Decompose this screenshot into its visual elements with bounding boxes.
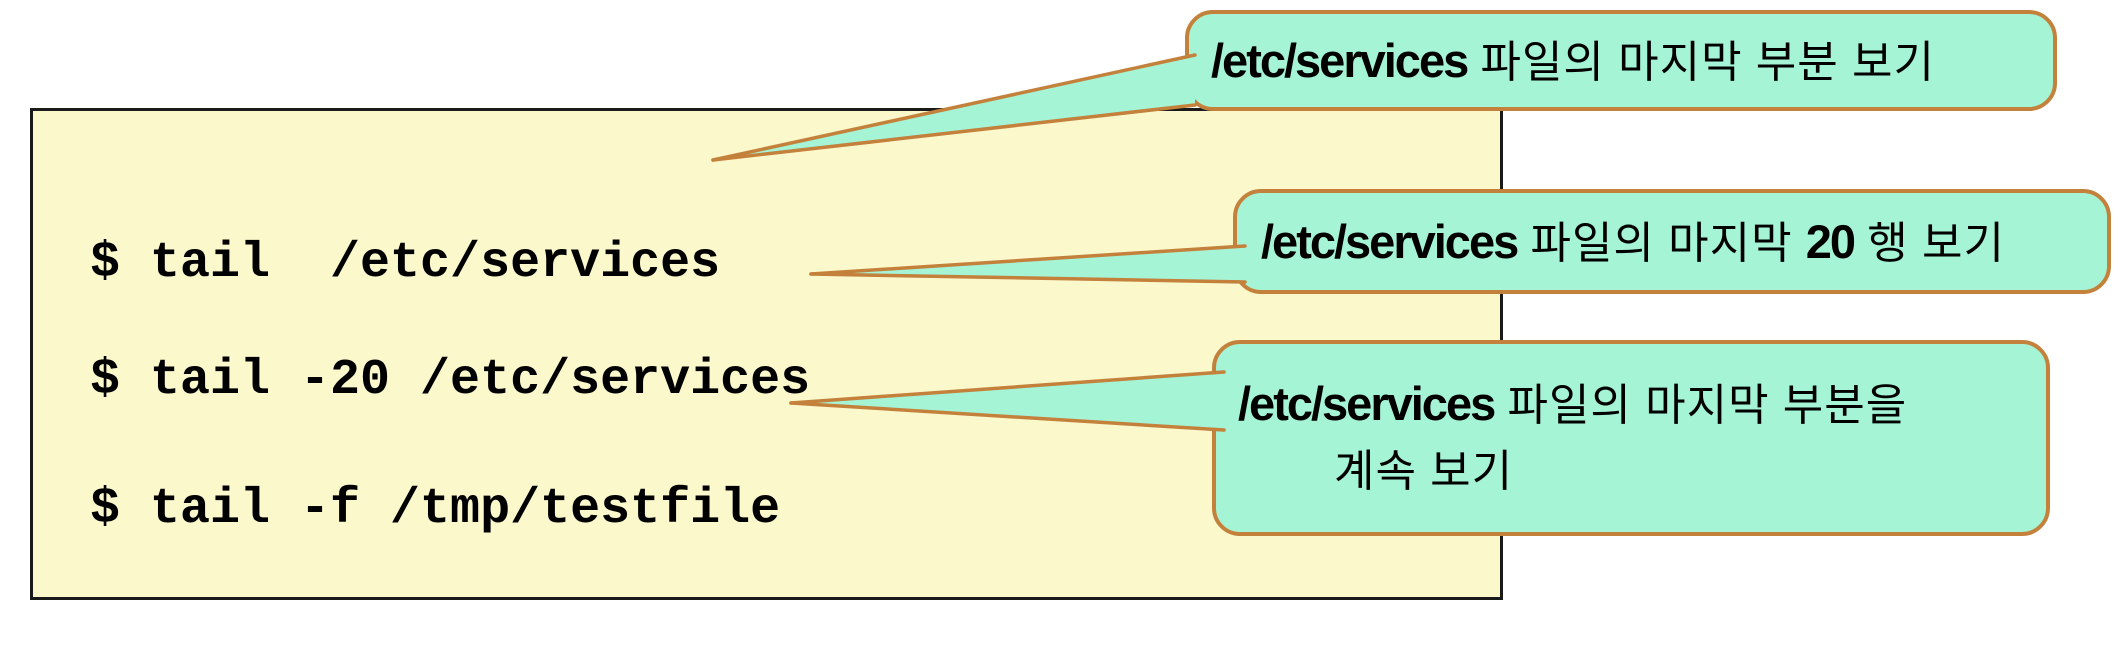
callout-3-path: /etc/services bbox=[1238, 377, 1496, 430]
callout-bubble-2: /etc/services 파일의 마지막 20 행 보기 bbox=[1233, 189, 2111, 294]
callout-2-path: /etc/services bbox=[1261, 214, 1519, 268]
callout-2-label-a: 파일의 마지막 bbox=[1517, 218, 1806, 268]
callout-2-text: /etc/services 파일의 마지막 20 행 보기 bbox=[1261, 218, 2005, 266]
callout-3-line-2: 계속 보기 bbox=[1334, 447, 1514, 496]
command-line-tail-f: $ tail -f /tmp/testfile bbox=[90, 481, 781, 538]
callout-1-text: /etc/services 파일의 마지막 부분 보기 bbox=[1211, 37, 1935, 85]
callout-bubble-3: /etc/services 파일의 마지막 부분을 계속 보기 bbox=[1212, 340, 2050, 536]
callout-1-label: 파일의 마지막 부분 보기 bbox=[1467, 37, 1935, 87]
callout-3-label: 파일의 마지막 부분을 bbox=[1494, 381, 1908, 430]
callout-1-path: /etc/services bbox=[1211, 33, 1469, 87]
callout-2-label-b: 행 보기 bbox=[1854, 218, 2005, 268]
command-line-tail-20: $ tail -20 /etc/services bbox=[90, 352, 811, 409]
callout-3-line-1: /etc/services 파일의 마지막 부분을 bbox=[1238, 370, 2046, 438]
callout-bubble-1: /etc/services 파일의 마지막 부분 보기 bbox=[1185, 10, 2057, 111]
command-line-tail-default: $ tail /etc/services bbox=[90, 235, 721, 292]
callout-2-number: 20 bbox=[1805, 214, 1856, 268]
